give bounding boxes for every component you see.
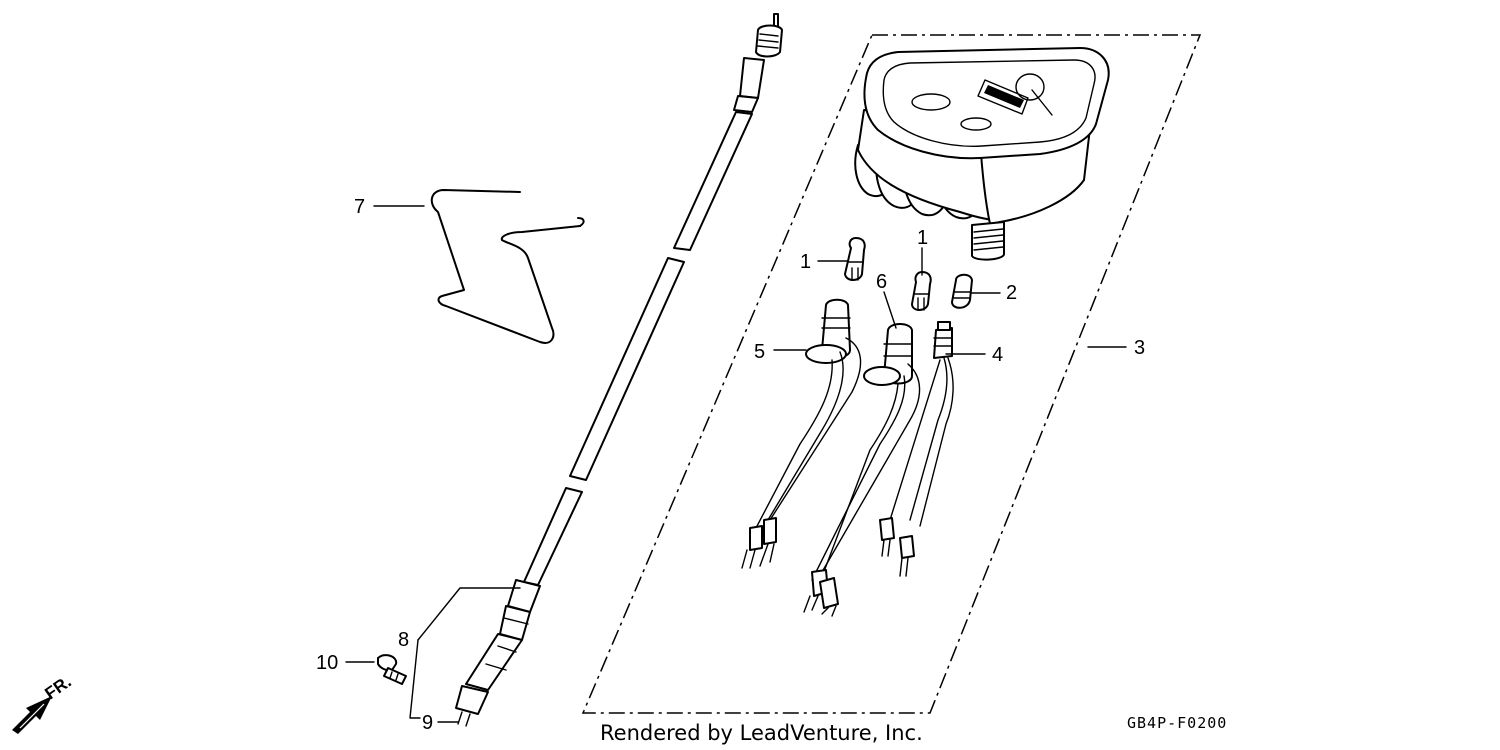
screw-10 [377, 654, 407, 685]
bulb-1-left [844, 237, 866, 281]
callout-6: 6 [876, 271, 887, 293]
assembly-boundary [581, 34, 1202, 714]
callout-4: 4 [992, 344, 1003, 366]
render-credit: Rendered by LeadVenture, Inc. [600, 721, 923, 745]
leader-lines [345, 205, 1127, 723]
bulb-2 [951, 273, 973, 309]
front-marker-label: FR. [41, 672, 74, 703]
callout-1-right: 1 [917, 227, 928, 249]
wire-clip [430, 189, 585, 344]
callout-2: 2 [1006, 282, 1017, 304]
callout-1-left: 1 [800, 251, 811, 273]
callout-5: 5 [754, 341, 765, 363]
callout-8: 8 [398, 629, 409, 651]
callout-10: 10 [316, 652, 338, 674]
socket-4 [879, 321, 954, 577]
bulb-1-right [911, 271, 932, 311]
meter-housing [854, 47, 1110, 261]
socket-6 [803, 323, 921, 617]
callout-7: 7 [354, 196, 365, 218]
front-arrow-icon [12, 696, 52, 734]
speedometer-cable [455, 13, 783, 727]
callout-9: 9 [422, 712, 433, 734]
callout-3: 3 [1134, 337, 1145, 359]
socket-5 [741, 298, 862, 569]
figure-code: GB4P-F0200 [1127, 714, 1227, 732]
